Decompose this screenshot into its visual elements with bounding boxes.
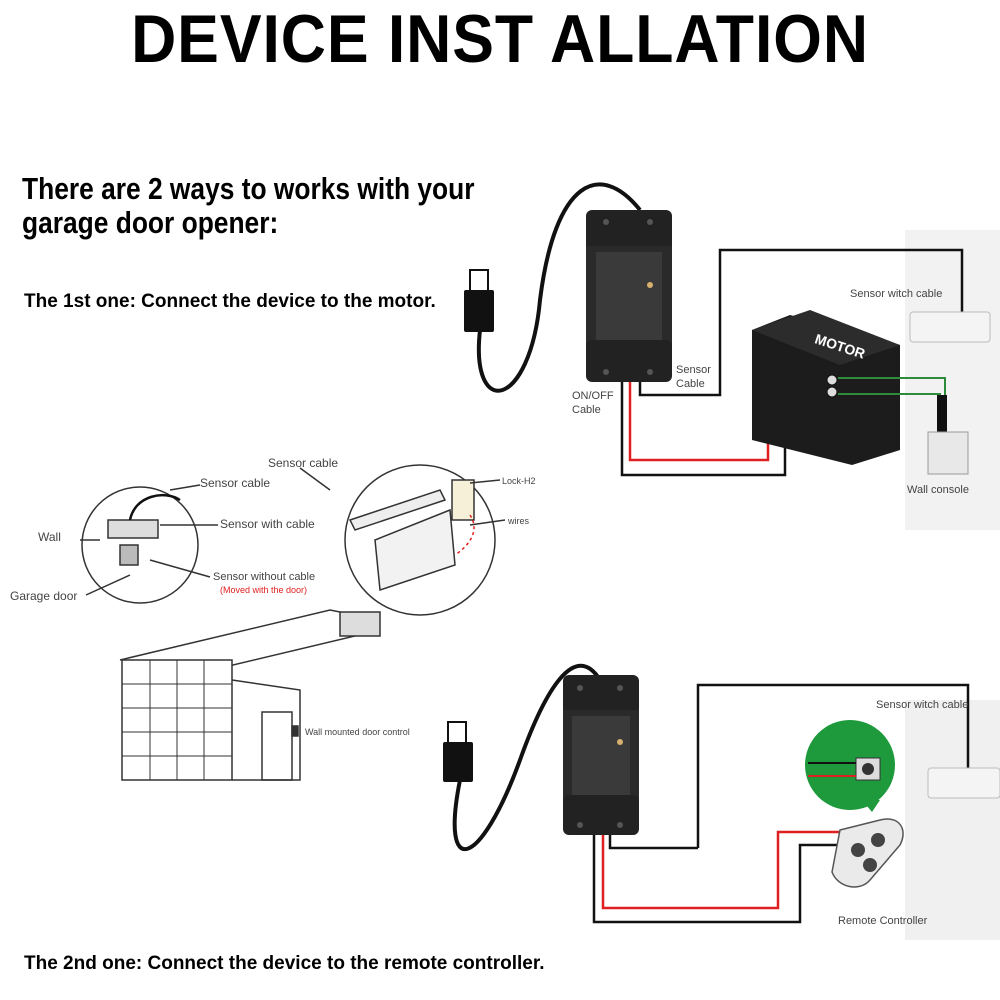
garage-labels: Sensor cable Sensor cable Wall Sensor wi…	[10, 456, 536, 737]
label-sensor-with-cable: Sensor with cable	[220, 517, 315, 531]
button-detail-bubble	[805, 720, 895, 812]
sensor-with-cable-icon	[107, 519, 159, 539]
label-lock: Lock-H2	[502, 476, 536, 486]
sensor-switch-icon-2	[927, 767, 1000, 799]
usb-cable	[476, 182, 642, 393]
wall-control-icon	[291, 725, 299, 737]
remote-controller-icon	[831, 818, 904, 888]
label-sensor-cable-top: Sensor cable	[268, 456, 338, 470]
console-cable	[937, 395, 947, 435]
d1-onoff-label1: ON/OFF	[572, 390, 614, 402]
d1-wall-console-label: Wall console	[907, 484, 969, 496]
method1-text: The 1st one: Connect the device to the m…	[24, 291, 436, 312]
d2-sensor-switch-label: Sensor witch cable	[876, 699, 968, 711]
remote-wire-black	[592, 835, 860, 924]
sensor-wire	[638, 380, 722, 397]
d1-sensor-cable-label2: Cable	[676, 378, 705, 390]
intro-heading-line1: There are 2 ways to works with your	[22, 171, 475, 206]
sensor-switch-icon	[909, 311, 991, 343]
sensor-switch-wire	[718, 248, 964, 380]
garage-sketch	[80, 464, 506, 781]
smart-device-2	[563, 675, 639, 835]
label-wires: wires	[507, 516, 530, 526]
sensor-switch-wire-2	[696, 683, 970, 848]
motor-box: MOTOR	[752, 310, 900, 465]
d1-onoff-label2: Cable	[572, 404, 601, 416]
wall-shade-2	[905, 700, 1000, 940]
d1-sensor-switch-label: Sensor witch cable	[850, 288, 942, 300]
sensor-without-cable-icon	[119, 544, 139, 566]
lock-icon	[451, 479, 475, 521]
label-garage-door: Garage door	[10, 589, 77, 603]
usb-plug-icon	[464, 269, 494, 332]
label-wall-control: Wall mounted door control	[305, 727, 410, 737]
label-sensor-without-cable: Sensor without cable	[213, 571, 315, 583]
intro-heading-line2: garage door opener:	[22, 205, 279, 240]
sensor-wire-2	[608, 835, 698, 850]
label-wall: Wall	[38, 530, 61, 544]
diagram-remote-connection: Sensor witch cable Remote Controller	[443, 663, 1000, 940]
wall-shade	[905, 230, 1000, 530]
opener-motor-icon	[339, 611, 381, 637]
usb-plug-icon-2	[443, 721, 473, 782]
wall-console-icon	[927, 431, 969, 475]
d1-sensor-cable-label1: Sensor	[676, 364, 711, 376]
label-moved-with-door: (Moved with the door)	[220, 585, 307, 595]
remote-wire-red	[601, 830, 860, 910]
d2-remote-label: Remote Controller	[838, 915, 928, 927]
page-title: DEVICE INST ALLATION	[131, 1, 869, 77]
method2-text: The 2nd one: Connect the device to the r…	[24, 953, 545, 974]
label-sensor-cable: Sensor cable	[200, 476, 270, 490]
intro-heading: There are 2 ways to works with your gara…	[22, 172, 481, 240]
usb-cable-2	[452, 663, 602, 852]
smart-device	[586, 210, 672, 382]
diagram-motor-connection: MOTOR Sensor witch cable Sensor Cable ON…	[464, 182, 1000, 530]
sensor-detail-circle	[81, 486, 199, 604]
